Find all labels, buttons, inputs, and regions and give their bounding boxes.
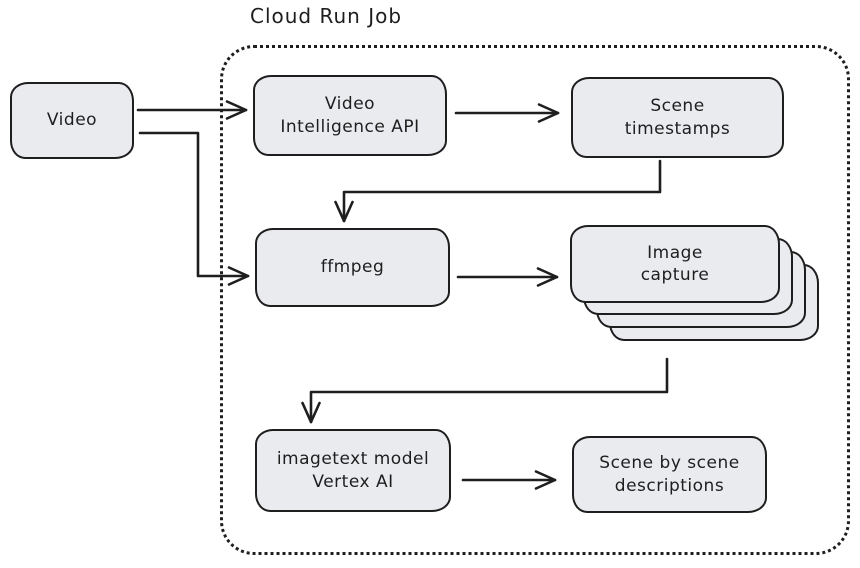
node-scene-by-scene-descriptions: Scene by scene descriptions: [572, 436, 767, 513]
node-label: Vertex AI: [312, 471, 394, 492]
node-video-intelligence-api: Video Intelligence API: [253, 75, 447, 156]
node-video: Video: [10, 82, 134, 159]
cloud-run-job-group-border: [220, 45, 850, 555]
node-label: ffmpeg: [320, 257, 385, 278]
group-title: Cloud Run Job: [250, 4, 403, 28]
node-label: timestamps: [624, 118, 731, 139]
node-scene-timestamps: Scene timestamps: [571, 77, 784, 158]
node-image-capture: Image capture: [570, 225, 780, 303]
node-label: descriptions: [614, 475, 725, 496]
node-label: Scene by scene: [599, 453, 740, 474]
node-ffmpeg: ffmpeg: [255, 228, 450, 307]
node-label: Video: [324, 94, 376, 115]
node-label: Image: [647, 242, 703, 263]
node-label: imagetext model: [276, 449, 430, 470]
node-label: Scene: [650, 96, 705, 117]
node-label: capture: [640, 265, 710, 285]
node-label: Intelligence API: [280, 116, 420, 137]
node-imagetext-model-vertex-ai: imagetext model Vertex AI: [255, 429, 451, 512]
node-label: Video: [46, 110, 98, 131]
